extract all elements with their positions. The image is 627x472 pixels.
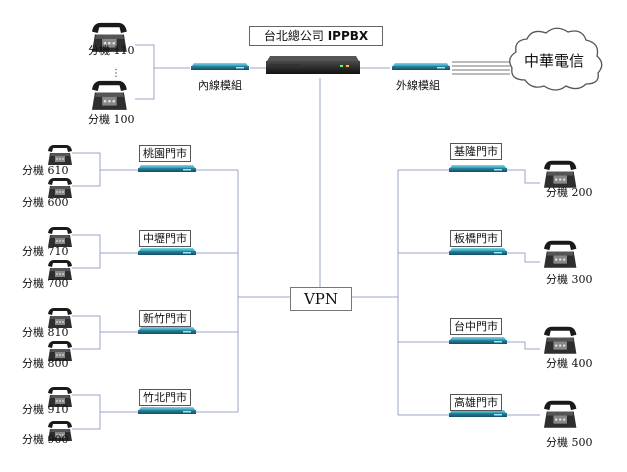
hq-ext-label: 分機 110	[88, 44, 135, 57]
ext-label: 分機 800	[22, 357, 69, 370]
cloud-label: 中華電信	[524, 52, 585, 70]
ext-label: 分機 710	[22, 245, 69, 258]
store-device	[138, 165, 196, 172]
store-name-box: 台中門市	[450, 318, 502, 335]
vpn-box: VPN	[290, 287, 352, 311]
hq-ext-label: 分機 100	[88, 113, 135, 126]
ext-label: 分機 810	[22, 326, 69, 339]
ext-label: 分機 700	[22, 277, 69, 290]
store-device	[449, 337, 507, 344]
ippbx-device	[266, 56, 360, 74]
ext-label: 分機 600	[22, 196, 69, 209]
hq-title: 台北總公司 IPPBX	[249, 26, 383, 46]
ext-label: 分機 500	[546, 436, 593, 449]
phone-icon	[48, 227, 72, 247]
external-module-device	[392, 63, 450, 70]
cloud-icon	[509, 27, 603, 91]
store-name-box: 基隆門市	[450, 143, 502, 160]
connection-lines	[72, 44, 540, 430]
store-device	[449, 410, 507, 417]
trunk-lines	[452, 61, 510, 75]
store-device	[449, 248, 507, 255]
ext-label: 分機 910	[22, 403, 69, 416]
store-name-box: 板橋門市	[450, 230, 502, 247]
store-device	[138, 327, 196, 334]
store-device	[138, 248, 196, 255]
store-name-box: 高雄門市	[450, 394, 502, 411]
internal-module-device	[191, 63, 249, 70]
ext-label: 分機 200	[546, 186, 593, 199]
phone-icon	[544, 240, 577, 268]
store-device	[449, 165, 507, 172]
ext-label: 分機 900	[22, 433, 69, 446]
hq-ext-link	[135, 44, 155, 100]
store-name-box: 桃園門市	[139, 145, 191, 162]
store-name-box: 中壢門市	[139, 230, 191, 247]
store-name-box: 竹北門市	[139, 389, 191, 406]
phone-icon	[48, 178, 72, 198]
store-name-box: 新竹門市	[139, 310, 191, 327]
phone-icon	[544, 400, 577, 428]
phone-icon	[48, 308, 72, 328]
phone-icon	[544, 326, 577, 354]
phone-icon	[544, 160, 577, 188]
external-module-label: 外線模組	[396, 79, 440, 92]
phone-icon	[48, 145, 72, 165]
ext-label: 分機 610	[22, 164, 69, 177]
phone-dots-icon: ⋮	[111, 68, 121, 79]
store-device	[138, 407, 196, 414]
ext-label: 分機 300	[546, 273, 593, 286]
phone-icon	[91, 80, 127, 110]
internal-module-label: 內線模組	[198, 79, 242, 92]
ext-label: 分機 400	[546, 357, 593, 370]
